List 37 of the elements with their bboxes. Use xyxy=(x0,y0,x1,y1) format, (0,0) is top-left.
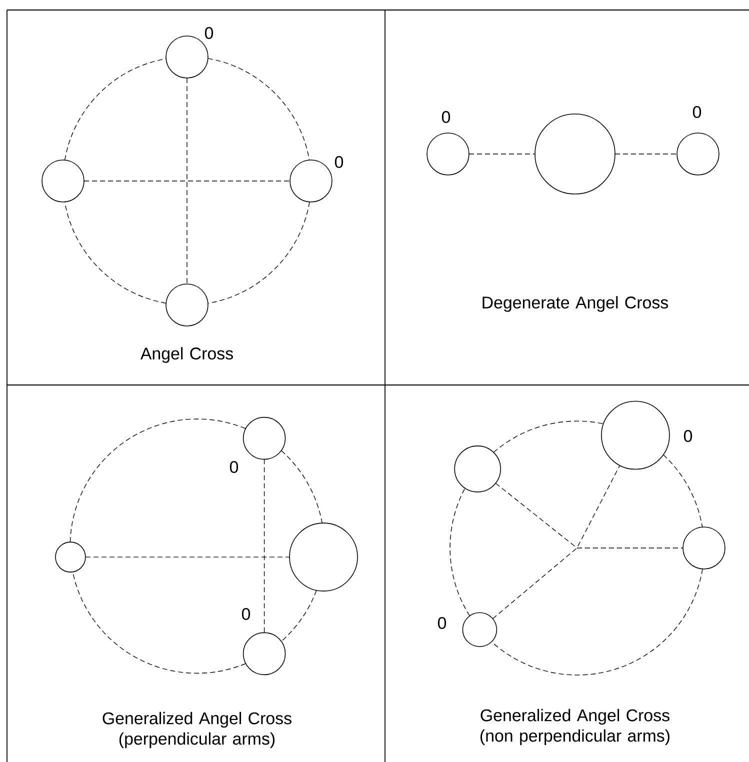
circle xyxy=(682,526,726,570)
dashed-line xyxy=(264,458,265,634)
dashed-line xyxy=(493,420,604,453)
number-label: 0 xyxy=(692,106,702,118)
dashed-line xyxy=(70,418,246,542)
caption: Angel Cross xyxy=(140,347,233,363)
caption: Degenerate Angel Cross xyxy=(482,296,668,312)
number-label: 0 xyxy=(684,430,692,442)
circle xyxy=(55,542,86,572)
caption: Generalized Angel Cross (non perpendicular arms) xyxy=(480,708,670,746)
dashed-line xyxy=(84,180,290,182)
number-label: 0 xyxy=(204,27,214,39)
dashed-line xyxy=(491,568,703,676)
number-label: 0 xyxy=(334,156,344,168)
dashed-line xyxy=(72,572,246,674)
circle xyxy=(289,522,358,592)
circle xyxy=(454,446,501,492)
dashed-line xyxy=(85,556,290,558)
number-label: 0 xyxy=(242,608,250,620)
number-label: 0 xyxy=(230,461,238,473)
dashed-line xyxy=(64,202,166,304)
dashed-line xyxy=(662,454,703,528)
circle xyxy=(166,284,208,326)
dashed-line xyxy=(492,465,620,620)
dashed-line xyxy=(495,482,684,548)
dashed-line xyxy=(281,590,317,642)
dashed-line xyxy=(208,58,310,160)
number-label: 0 xyxy=(438,617,446,629)
dashed-line xyxy=(450,488,470,616)
dashed-line xyxy=(64,58,166,160)
dashed-line xyxy=(208,202,310,304)
dashed-line xyxy=(186,78,188,284)
caption: Generalized Angel Cross (perpendicular arms) xyxy=(102,712,292,748)
number-label: 0 xyxy=(442,111,450,123)
circle xyxy=(534,114,616,194)
circle xyxy=(42,160,84,202)
dashed-line xyxy=(280,450,322,524)
